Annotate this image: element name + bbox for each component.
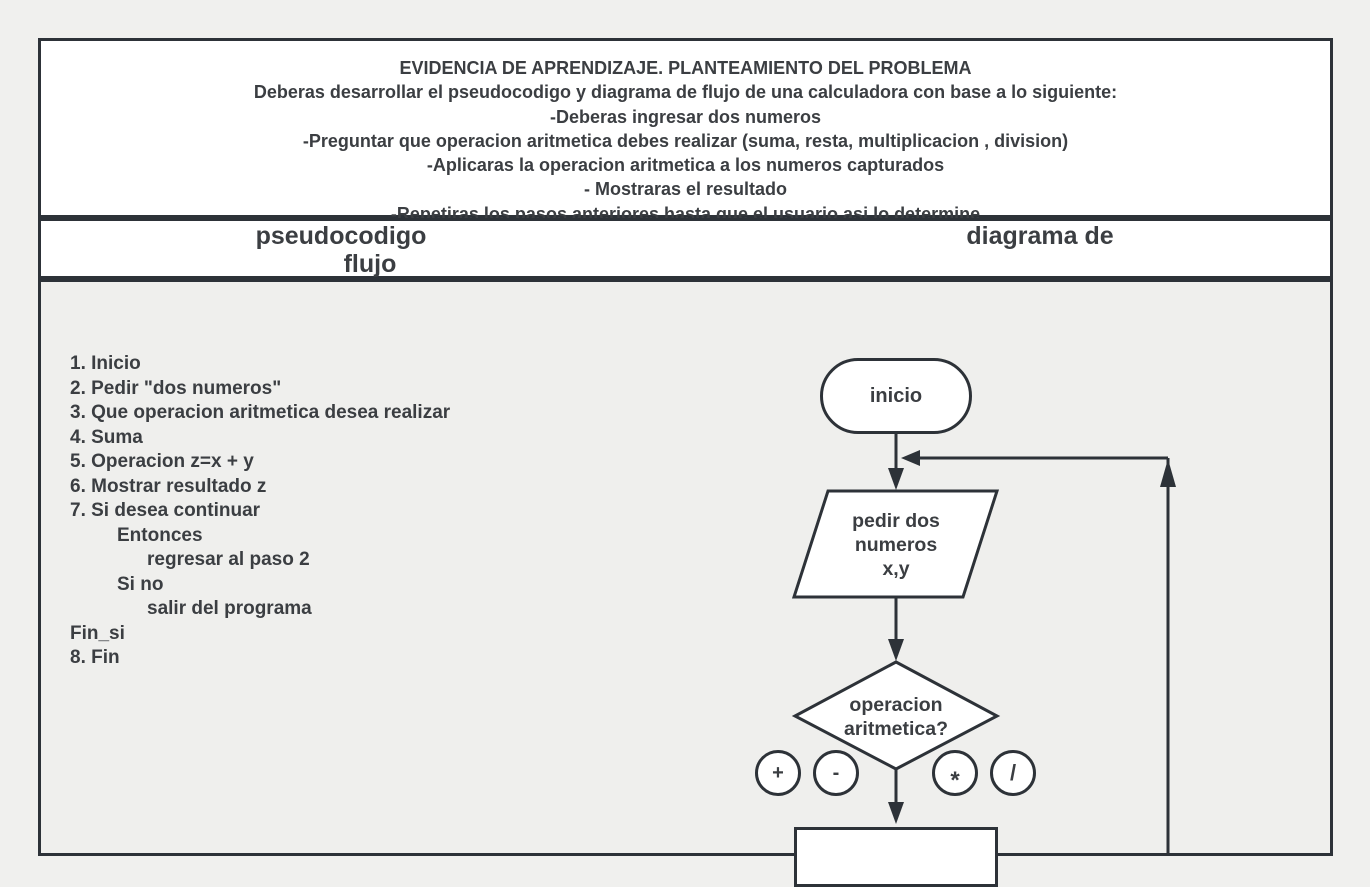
pseudocode-line: 7. Si desea continuar [70,500,261,521]
statement-line: -Preguntar que operacion aritmetica debe… [302,130,1069,151]
worksheet-title: EVIDENCIA DE APRENDIZAJE. PLANTEAMIENTO … [399,58,972,78]
pseudocode-line: Si no [117,573,164,595]
input-parallelogram [791,489,1000,599]
column-header-pseudocodigo: pseudocodigo [255,222,427,250]
arrowhead-loop-junction [901,450,920,466]
worksheet-page: EVIDENCIA DE APRENDIZAJE. PLANTEAMIENTO … [38,38,1333,887]
pseudocode-line: 4. Suma [70,426,143,448]
pseudocode-line: 6. Mostrar resultado z [70,475,267,497]
flowchart-start-node: inicio [820,358,972,434]
asterisk-icon: * [950,767,960,794]
arrowhead-loop-up [1160,459,1176,487]
pseudocode-list: 1. Inicio 2. Pedir "dos numeros" 3. Que … [70,352,450,671]
pseudocode-line: 8. Fin [70,647,120,668]
pseudocode-line: Entonces [117,524,203,546]
input-label-line: numeros [854,534,938,556]
decision-label-line: aritmetica? [843,718,949,740]
operator-minus-badge: - [813,750,859,796]
operator-slash-badge: / [990,750,1036,796]
minus-icon: - [832,761,840,784]
decision-node-label: operacion aritmetica? [796,693,996,741]
operator-asterisk-badge: * [932,750,978,796]
pseudocode-line: regresar al paso 2 [147,549,310,570]
worksheet-body [38,279,1333,856]
pseudocode-line: salir del programa [147,598,312,619]
flowchart-canvas [791,434,1176,856]
input-label-line: pedir dos [852,510,940,532]
input-node-label: pedir dos numeros x,y [798,509,994,581]
decision-label-line: operacion [849,694,943,716]
problem-statement-box: EVIDENCIA DE APRENDIZAJE. PLANTEAMIENTO … [38,38,1333,224]
statement-line: - Mostraras el resultado [583,179,788,200]
problem-statement-text: EVIDENCIA DE APRENDIZAJE. PLANTEAMIENTO … [41,56,1330,226]
start-node-label: inicio [869,384,923,407]
arrowhead-into-decision [888,639,904,661]
pseudocode-line: 1. Inicio [70,353,141,374]
statement-line: -Deberas ingresar dos numeros [549,106,822,127]
table-header-row [38,218,1333,279]
decision-diamond [791,660,1001,771]
arrowhead-into-process [888,802,904,824]
pseudocode-line: 5. Operacion z=x + y [70,451,254,472]
plus-icon: + [772,761,784,784]
statement-line: Deberas desarrollar el pseudocodigo y di… [253,82,1118,103]
flowchart-area: inicio pedir dos numeros x,y operacion a… [755,358,1176,887]
pseudocode-line: 2. Pedir "dos numeros" [70,377,282,399]
pseudocode-line: 3. Que operacion aritmetica desea realiz… [70,402,451,423]
pseudocode-line: Fin_si [70,622,125,644]
column-header-flujo: flujo [343,250,397,278]
statement-line: -Aplicaras la operacion aritmetica a los… [426,155,945,176]
input-label-line: x,y [882,558,910,580]
operator-plus-badge: + [755,750,801,796]
arrowhead-into-input [888,468,904,490]
flowchart-process-node [794,827,998,887]
slash-icon: / [1009,760,1017,785]
column-header-diagrama-de: diagrama de [966,222,1114,250]
